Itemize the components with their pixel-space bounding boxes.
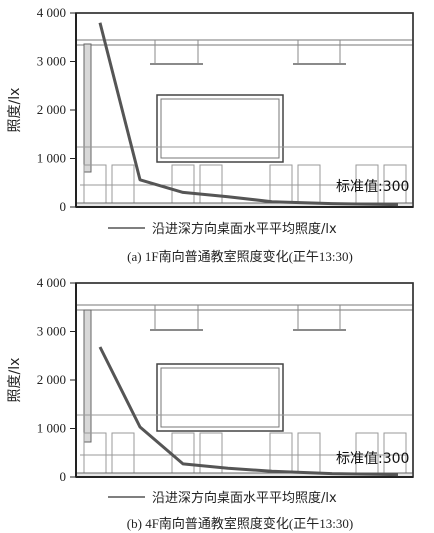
y-tick-label: 1 000 [37,421,66,436]
y-tick-label: 2 000 [37,102,66,117]
y-axis-label: 照度/lx [7,88,23,133]
legend-label: 沿进深方向桌面水平平均照度/lx [152,221,337,237]
y-tick-label: 2 000 [37,372,66,387]
legend-label: 沿进深方向桌面水平平均照度/lx [152,490,337,506]
plot-frame-a [75,12,414,208]
series-line-b [98,346,399,477]
y-tick-label: 4 000 [37,275,66,290]
y-tick-label: 1 000 [37,151,66,166]
y-tick-label: 4 000 [37,5,66,20]
classroom-section-illustration-b [75,282,414,478]
plot-frame-b [75,282,414,478]
y-tick-label: 3 000 [37,54,66,69]
classroom-section-illustration-a [75,12,414,208]
chart-panel-b: 0 1 000 2 000 3 000 4 000 照度/lx 标准值:300 [7,275,414,484]
y-tick-label: 3 000 [37,324,66,339]
caption-a: (a) 1F南向普通教室照度变化(正午13:30) [127,249,353,264]
standard-value-label: 标准值:300 [336,451,409,467]
series-line-a [98,22,399,207]
caption-b: (b) 4F南向普通教室照度变化(正午13:30) [127,516,353,531]
y-tick-label: 0 [60,469,67,484]
y-tick-label: 0 [60,199,67,214]
standard-value-label: 标准值:300 [336,179,409,195]
chart-panel-a: 0 1 000 2 000 3 000 4 000 照度/lx 标准值:300 [7,5,414,214]
y-axis-label: 照度/lx [7,358,23,403]
